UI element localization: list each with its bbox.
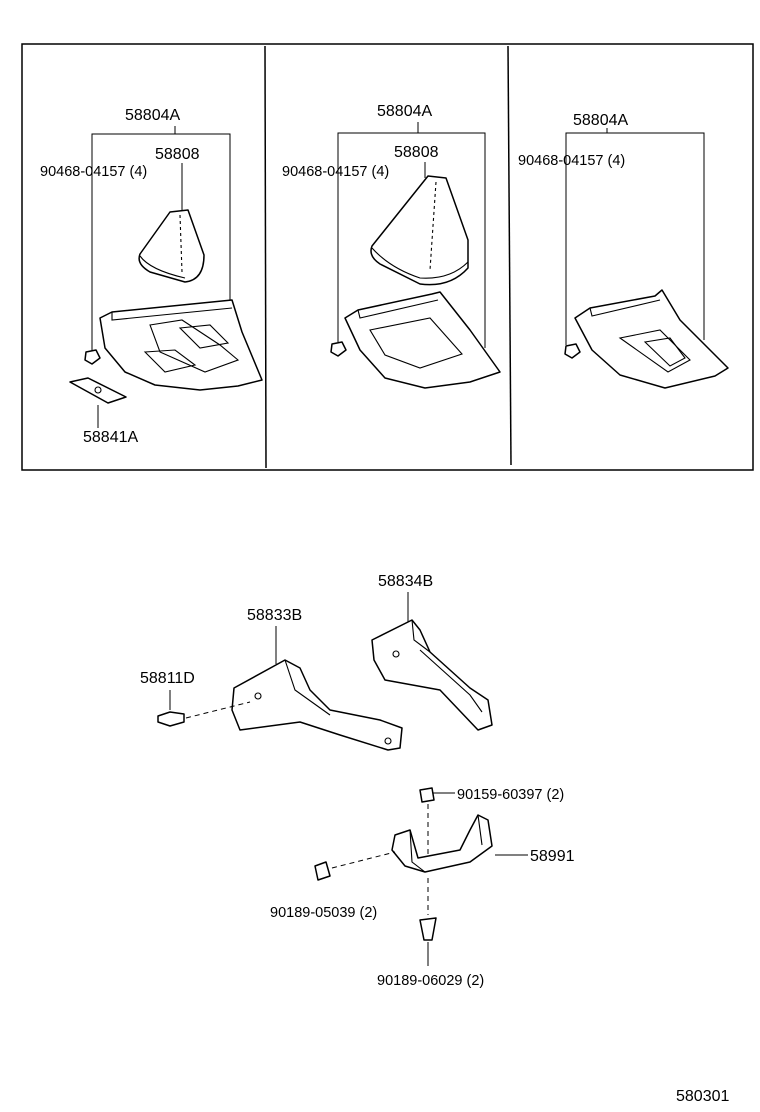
bracket (391, 814, 493, 873)
panel-2-clip-label: 90468-04157 (4) (282, 164, 389, 180)
panel-1-clip (84, 349, 101, 365)
panel-2-boot-label: 58808 (394, 144, 439, 161)
pin-label: 58811D (140, 670, 195, 687)
lower-section: 58834B 58833B 58811D 90159-60397 (2) (140, 573, 575, 989)
panel-2-assembly-label: 58804A (377, 103, 432, 120)
panel-3-clip (564, 343, 581, 359)
right-trim-label: 58834B (378, 573, 433, 590)
panel-1: 58804A 58808 90468-04157 (4) 58841A (40, 107, 263, 446)
left-bolt (314, 851, 396, 881)
panel-2: 58804A 58808 90468-04157 (4) (282, 103, 501, 389)
bracket-label: 58991 (530, 848, 575, 865)
top-screw (419, 787, 435, 860)
panel-3-clip-label: 90468-04157 (4) (518, 153, 625, 169)
panel-1-plate (69, 377, 127, 404)
bolt-left-label: 90189-05039 (2) (270, 905, 377, 921)
panel-2-clip (330, 341, 347, 357)
panel-2-leader-lines (337, 122, 486, 348)
panel-frame (21, 43, 754, 471)
panel-1-clip-label: 90468-04157 (4) (40, 164, 147, 180)
screw-top-label: 90159-60397 (2) (457, 787, 564, 803)
panel-1-plate-label: 58841A (83, 429, 138, 446)
panel-3: 58804A 90468-04157 (4) (518, 112, 729, 389)
figure-code: 580301 (676, 1088, 729, 1105)
panel-1-shift-boot (138, 209, 205, 283)
panel-1-leader-lines (91, 126, 231, 428)
panel-3-assembly-label: 58804A (573, 112, 628, 129)
left-side-trim (231, 659, 403, 751)
pin-fastener (157, 701, 251, 727)
panel-2-console-panel (344, 291, 501, 389)
panel-2-shift-boot (370, 175, 469, 286)
panel-1-boot-label: 58808 (155, 146, 200, 163)
left-trim-label: 58833B (247, 607, 302, 624)
panel-1-assembly-label: 58804A (125, 107, 180, 124)
panel-3-console-panel (574, 289, 729, 389)
bottom-bolt (419, 878, 437, 966)
panel-3-leader-lines (565, 128, 705, 345)
panel-1-console-panel (99, 299, 263, 391)
right-side-trim (371, 619, 493, 731)
bolt-bottom-label: 90189-06029 (2) (377, 973, 484, 989)
